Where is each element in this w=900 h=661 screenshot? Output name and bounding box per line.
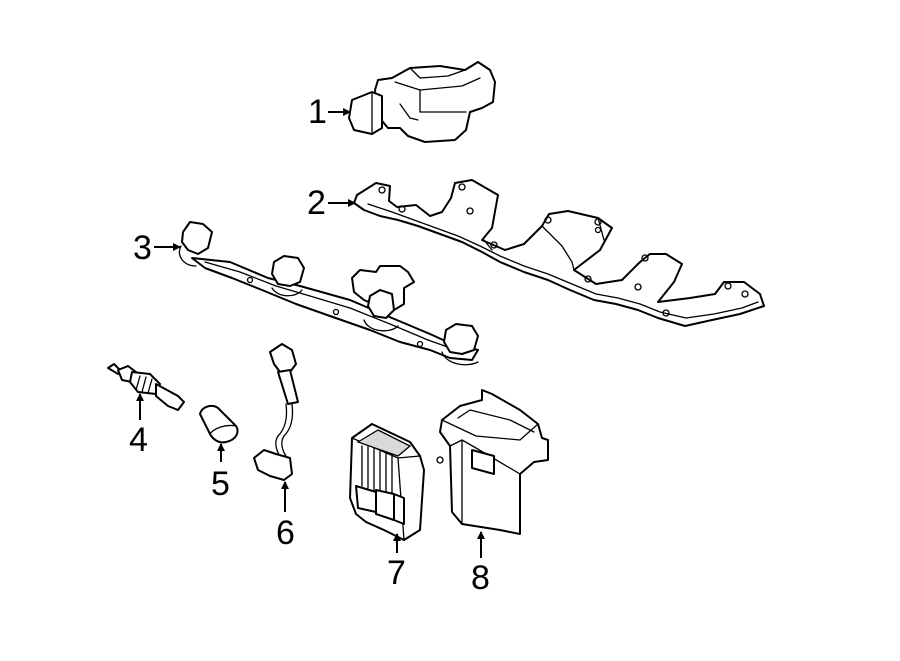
callout-4: 4 [129, 421, 148, 459]
callout-1: 1 [308, 93, 327, 131]
callout-2: 2 [307, 184, 326, 222]
module-cover[interactable] [439, 389, 549, 535]
control-module[interactable] [349, 423, 444, 541]
callout-arrows [136, 108, 485, 558]
callout-7: 7 [387, 554, 406, 592]
coil-bracket[interactable] [353, 179, 765, 327]
callout-8: 8 [471, 559, 490, 597]
callout-3: 3 [133, 229, 152, 267]
spark-plug-wire[interactable] [253, 343, 299, 481]
callout-6: 6 [276, 514, 295, 552]
callout-labels: 1 2 3 4 5 6 7 8 [129, 93, 490, 597]
wiring-harness[interactable] [178, 221, 479, 366]
spark-plug[interactable] [107, 363, 185, 411]
ignition-coil[interactable] [348, 61, 496, 143]
plug-boot[interactable] [199, 405, 239, 444]
callout-5: 5 [211, 465, 230, 503]
